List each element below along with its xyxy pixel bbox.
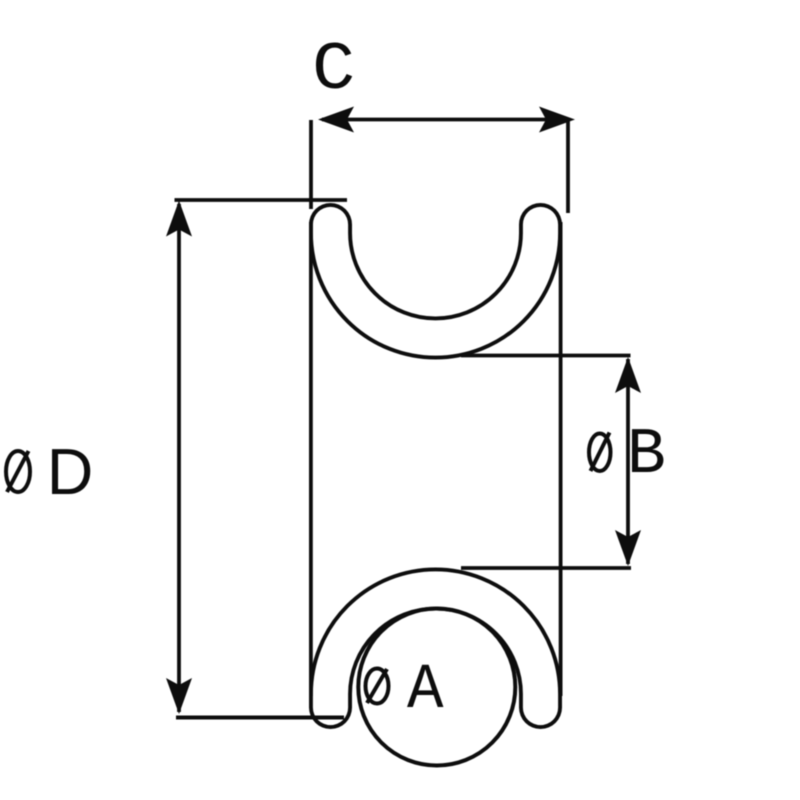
svg-text:C: C bbox=[312, 33, 355, 110]
svg-text:B: B bbox=[627, 418, 666, 492]
svg-text:A: A bbox=[407, 654, 444, 727]
svg-text:D: D bbox=[47, 436, 94, 508]
